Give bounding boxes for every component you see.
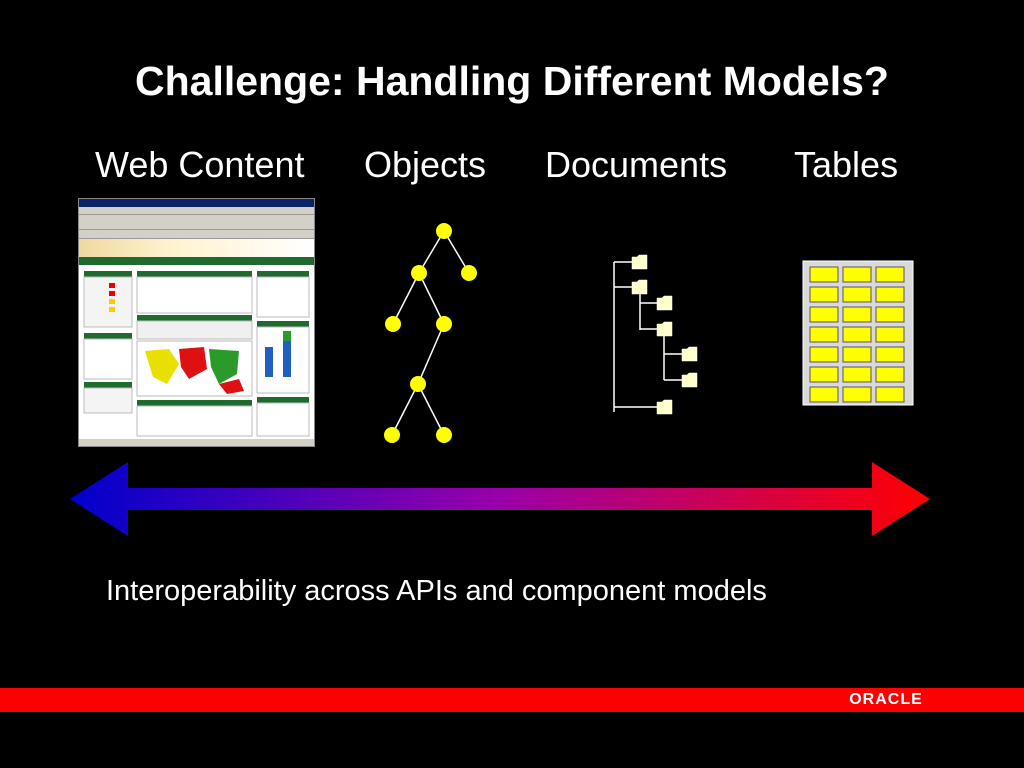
oracle-logo-icon: ORACLE	[849, 691, 923, 708]
table-cell	[875, 346, 905, 363]
table-cell	[842, 386, 872, 403]
slide-title: Challenge: Handling Different Models?	[135, 58, 889, 104]
table-cell	[875, 386, 905, 403]
folder-tree-icon	[613, 254, 698, 415]
table-grid-icon	[802, 260, 914, 406]
screenshot-statusbar	[79, 439, 314, 446]
table-cell	[875, 286, 905, 303]
label-objects: Objects	[364, 144, 487, 185]
table-cell	[842, 266, 872, 283]
caption: Interoperability across APIs and compone…	[106, 575, 767, 607]
table-cell	[809, 286, 839, 303]
web-page-screenshot-icon	[78, 198, 315, 447]
screenshot-toolbar	[79, 215, 314, 230]
table-cell	[875, 366, 905, 383]
table-cell	[809, 346, 839, 363]
table-cell	[842, 306, 872, 323]
table-cell	[809, 266, 839, 283]
table-cell	[809, 386, 839, 403]
table-cell	[842, 286, 872, 303]
table-cell	[875, 266, 905, 283]
table-cell	[842, 326, 872, 343]
double-arrow-icon	[70, 462, 930, 536]
screenshot-content-icon	[83, 271, 310, 437]
table-cell	[875, 326, 905, 343]
table-cell	[875, 306, 905, 323]
screenshot-titlebar	[79, 199, 314, 207]
footer-bar	[0, 688, 1024, 712]
label-documents: Documents	[545, 144, 728, 185]
table-cell	[809, 326, 839, 343]
screenshot-navbar	[79, 257, 314, 265]
table-cell	[809, 366, 839, 383]
screenshot-address-bar	[79, 230, 314, 239]
screenshot-menubar	[79, 207, 314, 215]
label-web-content: Web Content	[95, 144, 305, 185]
label-tables: Tables	[794, 144, 899, 185]
table-cell	[809, 306, 839, 323]
table-cell	[842, 346, 872, 363]
object-tree-icon	[384, 223, 477, 443]
screenshot-banner	[79, 239, 314, 257]
table-cell	[842, 366, 872, 383]
